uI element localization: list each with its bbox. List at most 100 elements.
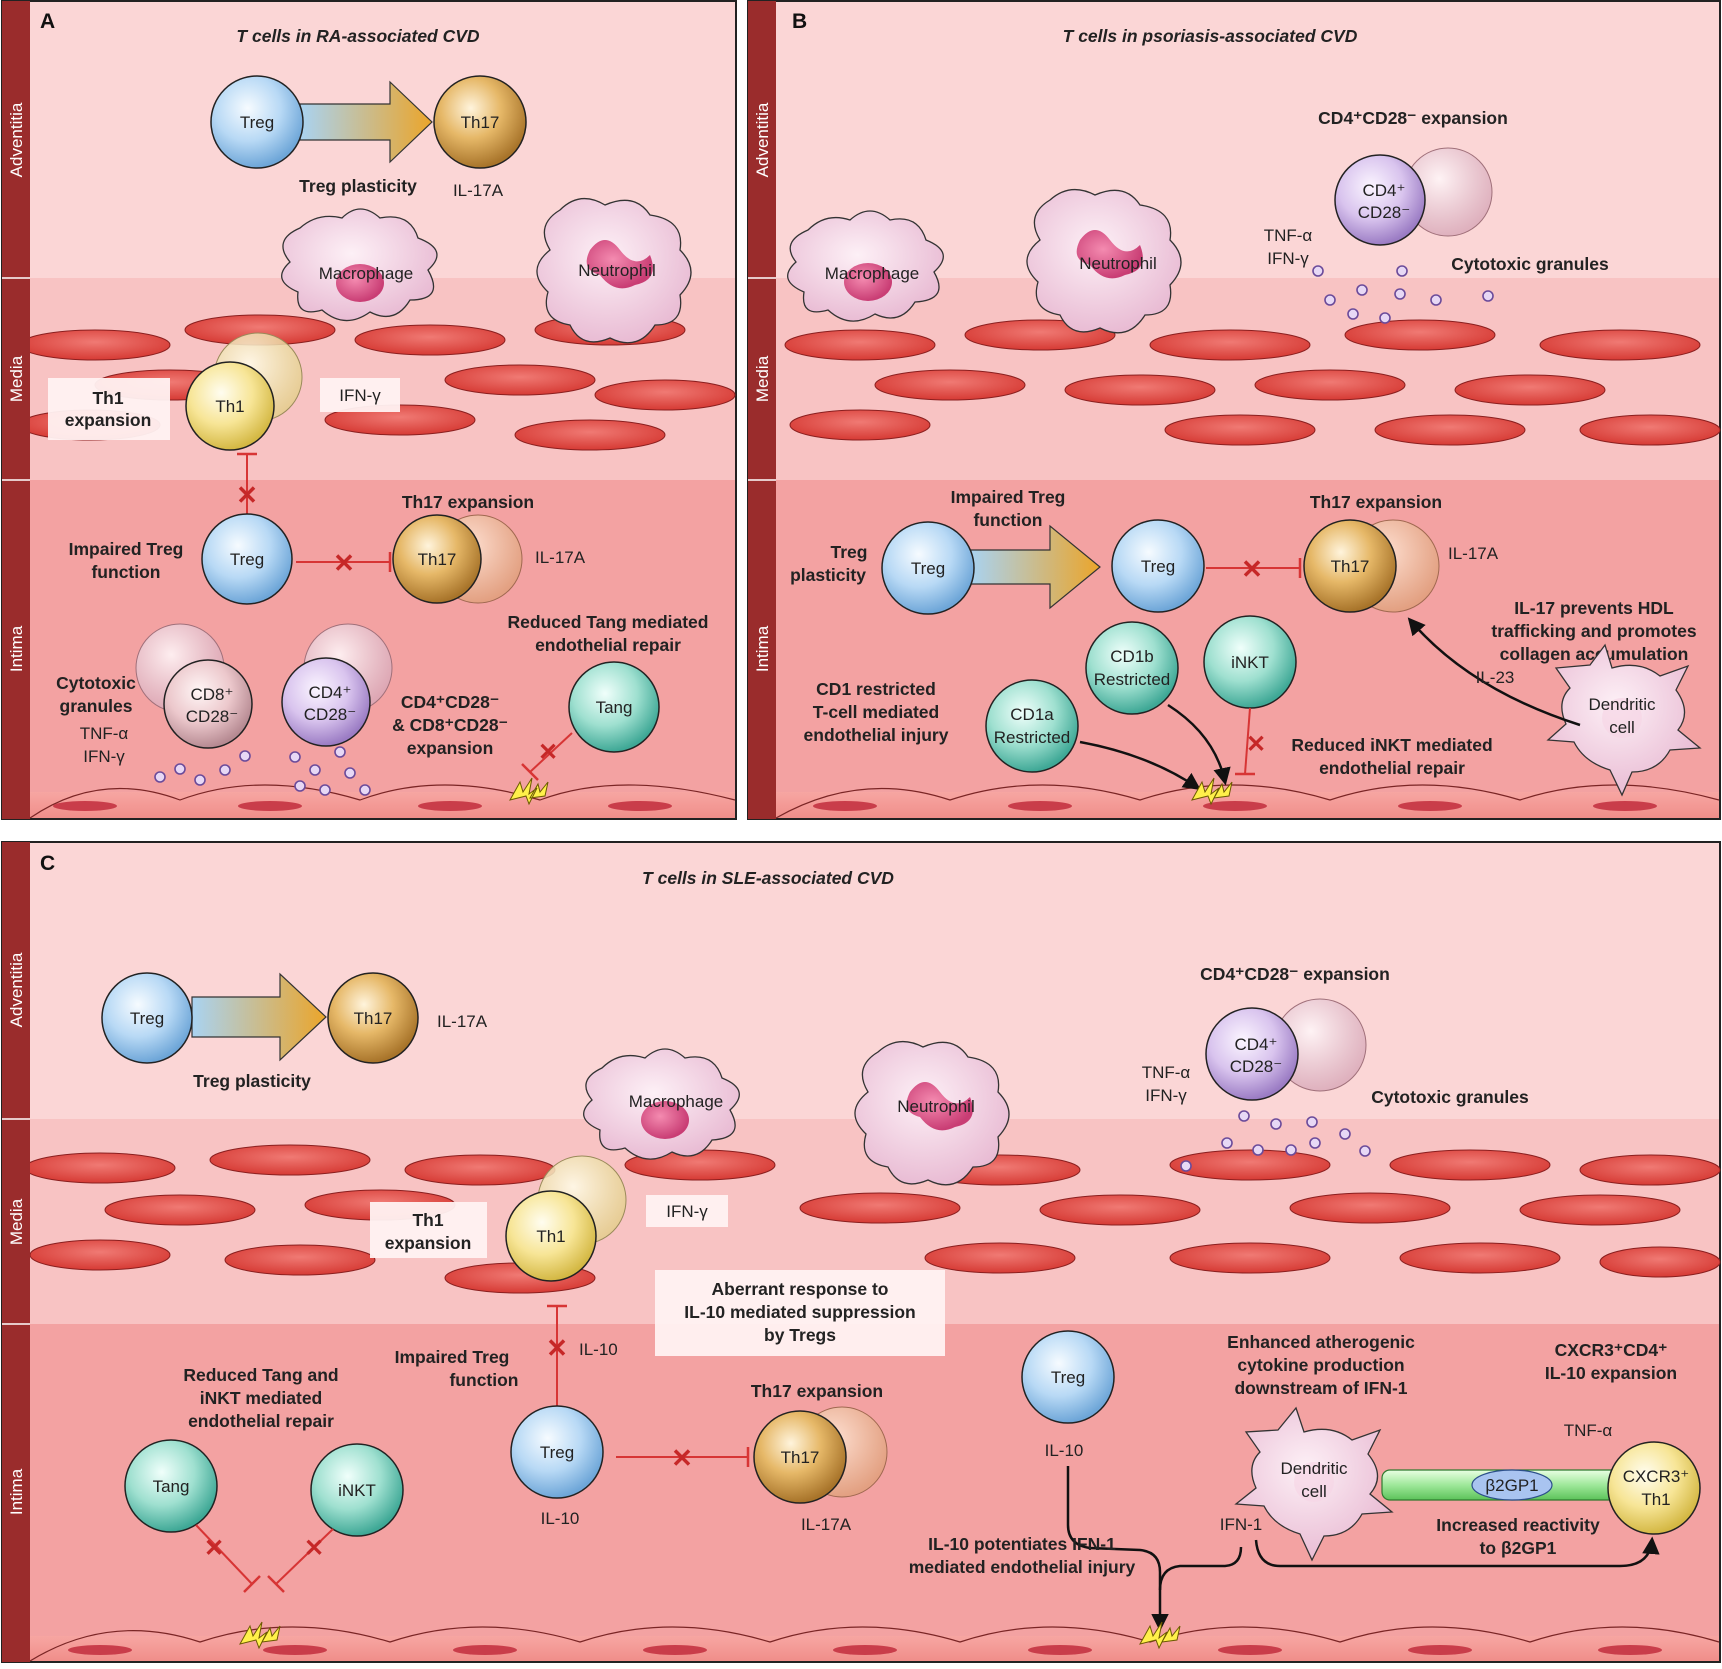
enhanced-line2: cytokine production bbox=[1237, 1355, 1404, 1375]
cd1b-label-line2: Restricted bbox=[1094, 670, 1171, 689]
tang-repair-line1: Reduced Tang mediated bbox=[508, 612, 709, 632]
aberrant-line1: Aberrant response to bbox=[712, 1279, 889, 1299]
th17-intima-cell: Th17 bbox=[753, 1410, 847, 1504]
layer-intima-label: Intima bbox=[7, 625, 26, 672]
ifng-label: IFN-γ bbox=[1267, 249, 1309, 268]
neutrophil-label: Neutrophil bbox=[1079, 254, 1157, 273]
enhanced-line1: Enhanced atherogenic bbox=[1227, 1332, 1415, 1352]
il17a-label: IL-17A bbox=[453, 181, 504, 200]
plasticity-line2: plasticity bbox=[790, 565, 866, 585]
neutrophil-cell: Neutrophil bbox=[854, 1040, 1010, 1186]
reduced-line2: iNKT mediated bbox=[200, 1388, 323, 1408]
panel-a-letter: A bbox=[40, 10, 55, 33]
macrophage-label: Macrophage bbox=[319, 264, 414, 283]
th1-label: Th1 bbox=[215, 397, 244, 416]
cd4-label-top: CD4⁺ bbox=[309, 683, 352, 702]
treg-il10-cell: Treg bbox=[1021, 1330, 1115, 1424]
impaired-line1: Impaired Treg bbox=[69, 539, 184, 559]
il17a-label: IL-17A bbox=[1448, 544, 1499, 563]
increased-line1: Increased reactivity bbox=[1436, 1515, 1600, 1535]
layer-adventitia-label: Adventitia bbox=[7, 952, 26, 1027]
cd1-line1: CD1 restricted bbox=[816, 679, 936, 699]
tang-cell: Tang bbox=[124, 1439, 218, 1533]
cd4-label-bottom: CD28⁻ bbox=[1230, 1057, 1282, 1076]
inkt-cell: iNKT bbox=[1203, 615, 1297, 709]
cd4cd28-cell: CD4⁺ CD28⁻ bbox=[1334, 154, 1426, 246]
cd1b-cell: CD1b Restricted bbox=[1085, 621, 1179, 715]
endothelium-c bbox=[29, 1626, 1720, 1662]
block-x-icon: ✕ bbox=[304, 1535, 324, 1562]
il23-label: IL-23 bbox=[1476, 668, 1515, 687]
panel-b-letter: B bbox=[792, 10, 807, 33]
dendritic-label-line2: cell bbox=[1301, 1482, 1327, 1501]
impaired-line2: function bbox=[973, 510, 1042, 530]
layer-media-label: Media bbox=[753, 355, 772, 402]
cd1a-label-line1: CD1a bbox=[1010, 705, 1054, 724]
injury-spark-icon bbox=[509, 777, 549, 806]
treg-il10-label: Treg bbox=[1051, 1368, 1085, 1387]
th17-expansion-label: Th17 expansion bbox=[751, 1381, 883, 1401]
layer-adventitia-label: Adventitia bbox=[7, 102, 26, 177]
granules-label: Cytotoxic granules bbox=[1371, 1087, 1529, 1107]
block-x-icon: ✕ bbox=[1241, 554, 1263, 584]
layer-media-label: Media bbox=[7, 355, 26, 402]
layer-sidebar-b: Adventitia Media Intima bbox=[748, 1, 776, 819]
media-smooth-muscle-b bbox=[784, 319, 1721, 446]
cd28-expansion-line1: CD4⁺CD28⁻ bbox=[401, 692, 499, 712]
macrophage-cell: Macrophage bbox=[787, 210, 944, 322]
reduced-line3: endothelial repair bbox=[188, 1411, 334, 1431]
b2gp1-molecule bbox=[1471, 1469, 1553, 1501]
ifng-box bbox=[320, 378, 400, 412]
treg-impaired-cell: Treg bbox=[1111, 519, 1205, 613]
plasticity-arrow bbox=[299, 80, 433, 164]
increased-line2: to β2GP1 bbox=[1480, 1538, 1557, 1558]
macrophage-label: Macrophage bbox=[825, 264, 920, 283]
aberrant-box bbox=[655, 1270, 945, 1356]
th1-expansion-line2: expansion bbox=[65, 410, 152, 430]
panel-a-title: T cells in RA-associated CVD bbox=[236, 26, 479, 46]
cd4-cell: CD4⁺ CD28⁻ bbox=[281, 657, 371, 747]
cd4cd28-cell: CD4⁺ CD28⁻ bbox=[1205, 1007, 1299, 1101]
injury-spark-icon bbox=[239, 1621, 281, 1650]
cd4-label-top: CD4⁺ bbox=[1235, 1035, 1278, 1054]
layer-sidebar-a: Adventitia Media Intima bbox=[2, 1, 30, 819]
cd8-cell: CD8⁺ CD28⁻ bbox=[163, 659, 253, 749]
th17-intima-cell: Th17 bbox=[392, 514, 482, 604]
il23-arrow bbox=[1407, 617, 1581, 727]
th1-expansion-line2: expansion bbox=[385, 1233, 472, 1253]
macrophage-cell: Macrophage bbox=[281, 208, 438, 322]
endothelium-a bbox=[29, 784, 736, 819]
layer-adventitia-label: Adventitia bbox=[753, 102, 772, 177]
panel-c: Adventitia Media Intima C T cells in SLE… bbox=[1, 841, 1721, 1663]
enhanced-line3: downstream of IFN-1 bbox=[1234, 1378, 1407, 1398]
granules-line1: Cytotoxic bbox=[56, 673, 136, 693]
impaired-line2: function bbox=[91, 562, 160, 582]
ifng-label: IFN-γ bbox=[83, 747, 125, 766]
treg-label: Treg bbox=[240, 113, 274, 132]
panel-c-title: T cells in SLE-associated CVD bbox=[642, 868, 894, 888]
cytotoxic-granules-b bbox=[1312, 265, 1494, 324]
inkt-cell: iNKT bbox=[310, 1443, 404, 1537]
tang-cell: Tang bbox=[568, 661, 660, 753]
cd4-label-bottom: CD28⁻ bbox=[304, 705, 356, 724]
plasticity-line1: Treg bbox=[831, 542, 868, 562]
dendritic-label-line2: cell bbox=[1609, 718, 1635, 737]
plasticity-arrow bbox=[969, 524, 1101, 610]
th17-expansion-label: Th17 expansion bbox=[402, 492, 534, 512]
th17-label: Th17 bbox=[461, 113, 500, 132]
cd28-expansion-line2: & CD8⁺CD28⁻ bbox=[392, 715, 508, 735]
tang-repair-line2: endothelial repair bbox=[535, 635, 681, 655]
cd1a-arrow bbox=[1079, 740, 1201, 790]
th17-cell: Th17 bbox=[327, 972, 419, 1064]
tang-label: Tang bbox=[596, 698, 633, 717]
cxcr3-label-bottom: Th1 bbox=[1641, 1490, 1670, 1509]
ifn1-label: IFN-1 bbox=[1220, 1515, 1263, 1534]
cytotoxic-granules-a bbox=[154, 746, 371, 796]
dendritic-label-line1: Dendritic bbox=[1588, 695, 1656, 714]
reduced-line1: Reduced Tang and bbox=[183, 1365, 338, 1385]
granules-label: Cytotoxic granules bbox=[1451, 254, 1609, 274]
cxcr3-th1-cell: CXCR3⁺ Th1 bbox=[1607, 1441, 1701, 1535]
b2gp1-label: β2GP1 bbox=[1485, 1476, 1538, 1495]
endothelium-b bbox=[775, 784, 1720, 819]
cd4cd28-expansion-label: CD4⁺CD28⁻ expansion bbox=[1200, 964, 1390, 984]
